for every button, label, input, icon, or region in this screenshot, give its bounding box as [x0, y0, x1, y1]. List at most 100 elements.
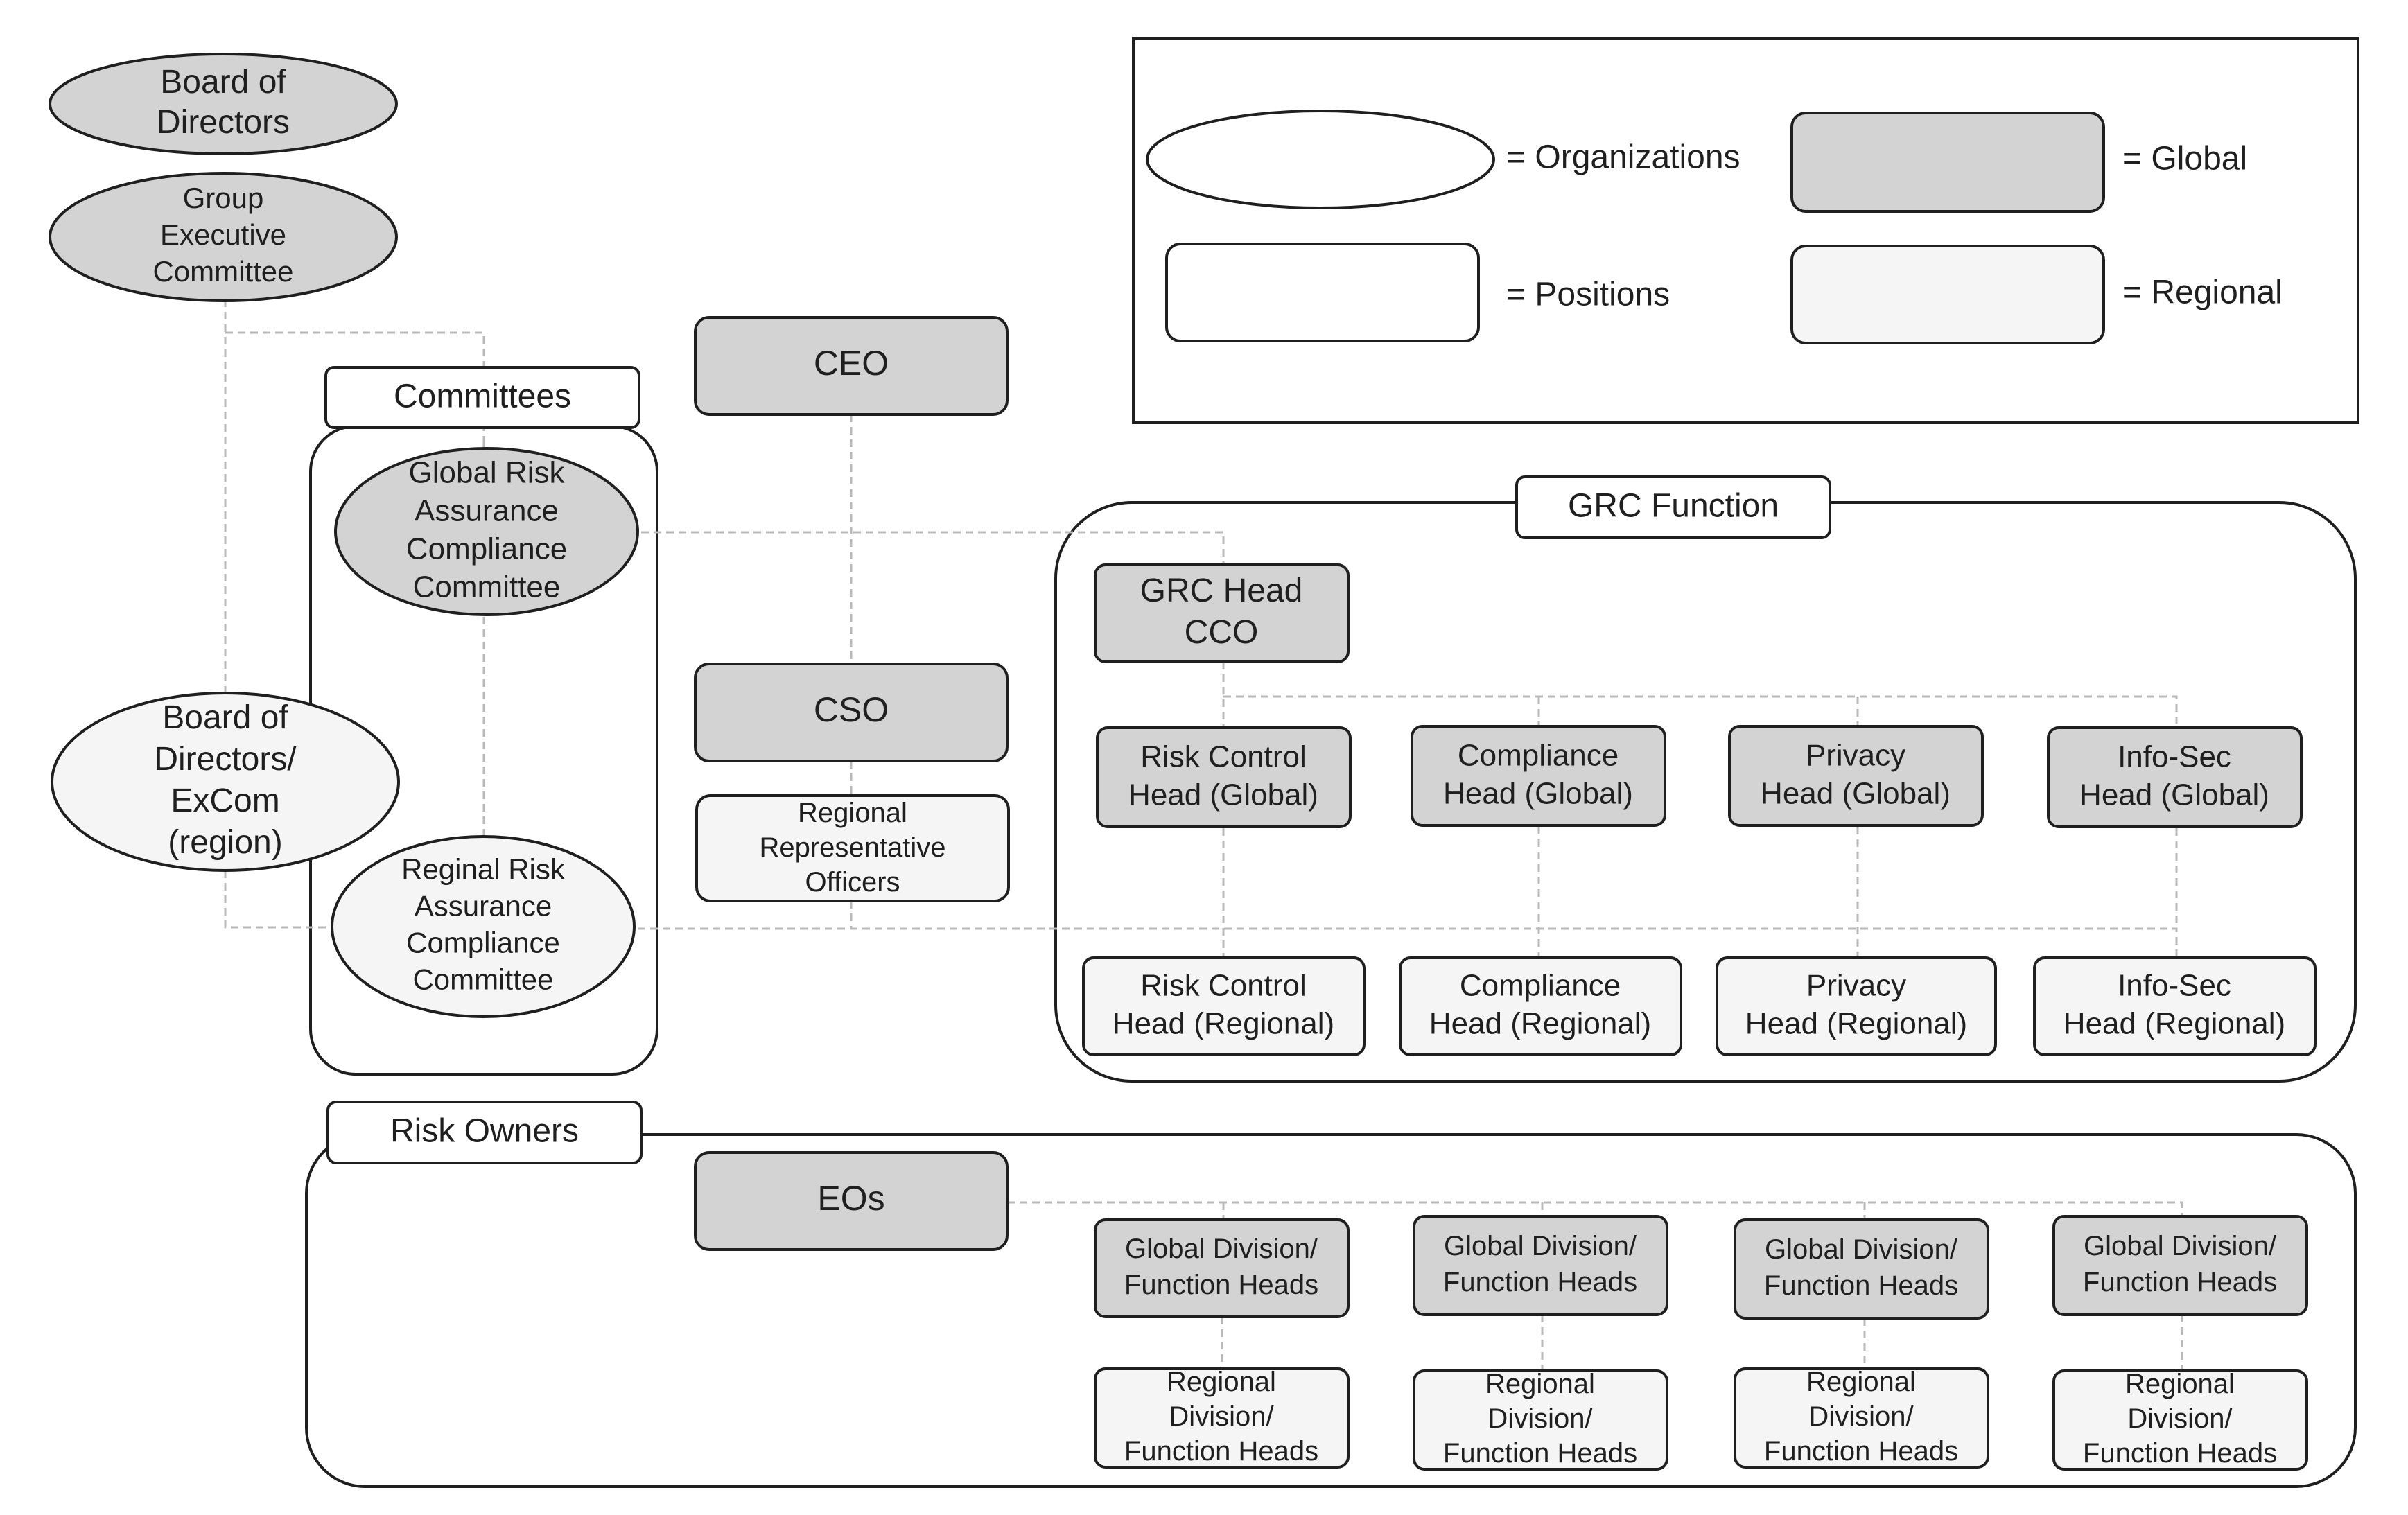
global-division-function-heads-label-1: Global Division/Function Heads: [1124, 1234, 1318, 1300]
regional-representative-officers-node: [695, 794, 1010, 902]
label-line: Regional: [798, 798, 907, 828]
global-division-function-heads-node-4: [2052, 1215, 2308, 1316]
label-line: Directors: [157, 104, 290, 141]
label-line: Head (Global): [1761, 776, 1951, 810]
info-sec-head-regional-node: [2033, 956, 2317, 1056]
ceo-label: CEO: [814, 344, 889, 383]
label-line: Division/: [1487, 1403, 1593, 1434]
label-line: Privacy: [1806, 738, 1905, 772]
label-line: Head (Global): [2079, 778, 2269, 812]
label-line: Officers: [805, 867, 900, 897]
label-line: Executive: [160, 218, 286, 251]
label-line: Risk Control: [1140, 739, 1307, 773]
legend-organizations-label: = Organizations: [1506, 139, 1740, 176]
label-line: Committee: [412, 963, 553, 996]
global-division-function-heads-label-2: Global Division/Function Heads: [1443, 1231, 1637, 1297]
label-line: Regional: [1167, 1367, 1276, 1397]
global-risk-assurance-compliance-committee-node: [334, 447, 639, 616]
label-line: Global Division/: [1765, 1234, 1958, 1265]
label-line: Committee: [152, 255, 293, 288]
label-line: Global Division/: [1444, 1231, 1637, 1261]
global-division-function-heads-label-4: Global Division/Function Heads: [2083, 1231, 2277, 1297]
label-line: Head (Regional): [2064, 1006, 2285, 1040]
legend-organization-swatch: [1146, 110, 1495, 209]
grc-function-title: GRC Function: [1568, 488, 1779, 525]
label-line: Division/: [1808, 1401, 1914, 1432]
label-line: Function Heads: [1764, 1270, 1958, 1301]
regional-division-function-heads-node-4: [2052, 1369, 2308, 1471]
risk-owners-tab: [326, 1101, 643, 1164]
board-of-directors-label: Board of Directors: [157, 64, 290, 141]
committees-title: Committees: [394, 378, 571, 415]
label-line: Group: [183, 182, 264, 214]
label-line: CCO: [1185, 614, 1259, 651]
global-division-function-heads-node-3: [1734, 1218, 1989, 1320]
group-executive-committee-node: [49, 172, 398, 302]
label-line: Representative: [759, 832, 945, 863]
label-line: Board of: [160, 64, 286, 100]
label-line: Function Heads: [2083, 1267, 2277, 1297]
label-line: Head (Global): [1128, 778, 1318, 812]
privacy-head-regional-node: [1716, 956, 1997, 1056]
global-division-function-heads-label-3: Global Division/Function Heads: [1764, 1234, 1958, 1301]
label-line: Head (Regional): [1113, 1006, 1334, 1040]
label-line: Head (Regional): [1745, 1006, 1967, 1040]
compliance-head-global-node: [1411, 725, 1666, 827]
risk-control-head-global-node: [1096, 726, 1352, 828]
label-line: Function Heads: [2083, 1438, 2277, 1469]
label-line: Head (Regional): [1429, 1006, 1651, 1040]
label-line: Head (Global): [1443, 776, 1633, 810]
label-line: ExCom: [171, 782, 279, 819]
label-line: Committee: [413, 570, 561, 604]
privacy-head-global-node: [1728, 725, 1984, 827]
cso-node: [694, 663, 1009, 762]
label-line: Function Heads: [1443, 1438, 1637, 1469]
label-line: Compliance: [406, 532, 567, 566]
label-line: Global Division/: [2084, 1231, 2277, 1261]
cso-label: CSO: [814, 690, 889, 729]
label-line: Function Heads: [1124, 1270, 1318, 1300]
label-line: Compliance: [1460, 968, 1621, 1002]
label-line: CSO: [814, 690, 889, 729]
board-of-directors-node: [49, 53, 398, 155]
label-line: Risk Control: [1140, 968, 1307, 1002]
label-line: Regional: [2125, 1369, 2235, 1399]
global-division-function-heads-node-2: [1413, 1215, 1668, 1316]
board-of-directors-region-node: [51, 692, 400, 872]
committees-tab: [324, 366, 640, 429]
label-line: Regional: [1806, 1367, 1916, 1397]
label-line: Board of: [162, 699, 288, 736]
legend-regional-swatch: [1790, 245, 2105, 344]
regional-division-function-heads-node-2: [1413, 1369, 1668, 1471]
regional-division-function-heads-node-1: [1094, 1367, 1350, 1469]
label-line: (region): [168, 824, 282, 861]
label-line: Assurance: [415, 493, 559, 527]
ceo-node: [694, 316, 1009, 416]
regional-risk-assurance-compliance-committee-node: [331, 835, 636, 1018]
risk-control-head-regional-node: [1082, 956, 1366, 1056]
label-line: Regional: [1485, 1369, 1595, 1399]
legend-regional-label: = Regional: [2122, 274, 2283, 311]
label-line: Function Heads: [1764, 1436, 1958, 1466]
label-line: Assurance: [415, 890, 552, 922]
legend-global-label: = Global: [2122, 141, 2247, 177]
risk-owners-title: Risk Owners: [390, 1113, 579, 1150]
label-line: Global Division/: [1125, 1234, 1318, 1264]
label-line: Reginal Risk: [401, 853, 566, 886]
label-line: GRC Head: [1140, 572, 1303, 609]
